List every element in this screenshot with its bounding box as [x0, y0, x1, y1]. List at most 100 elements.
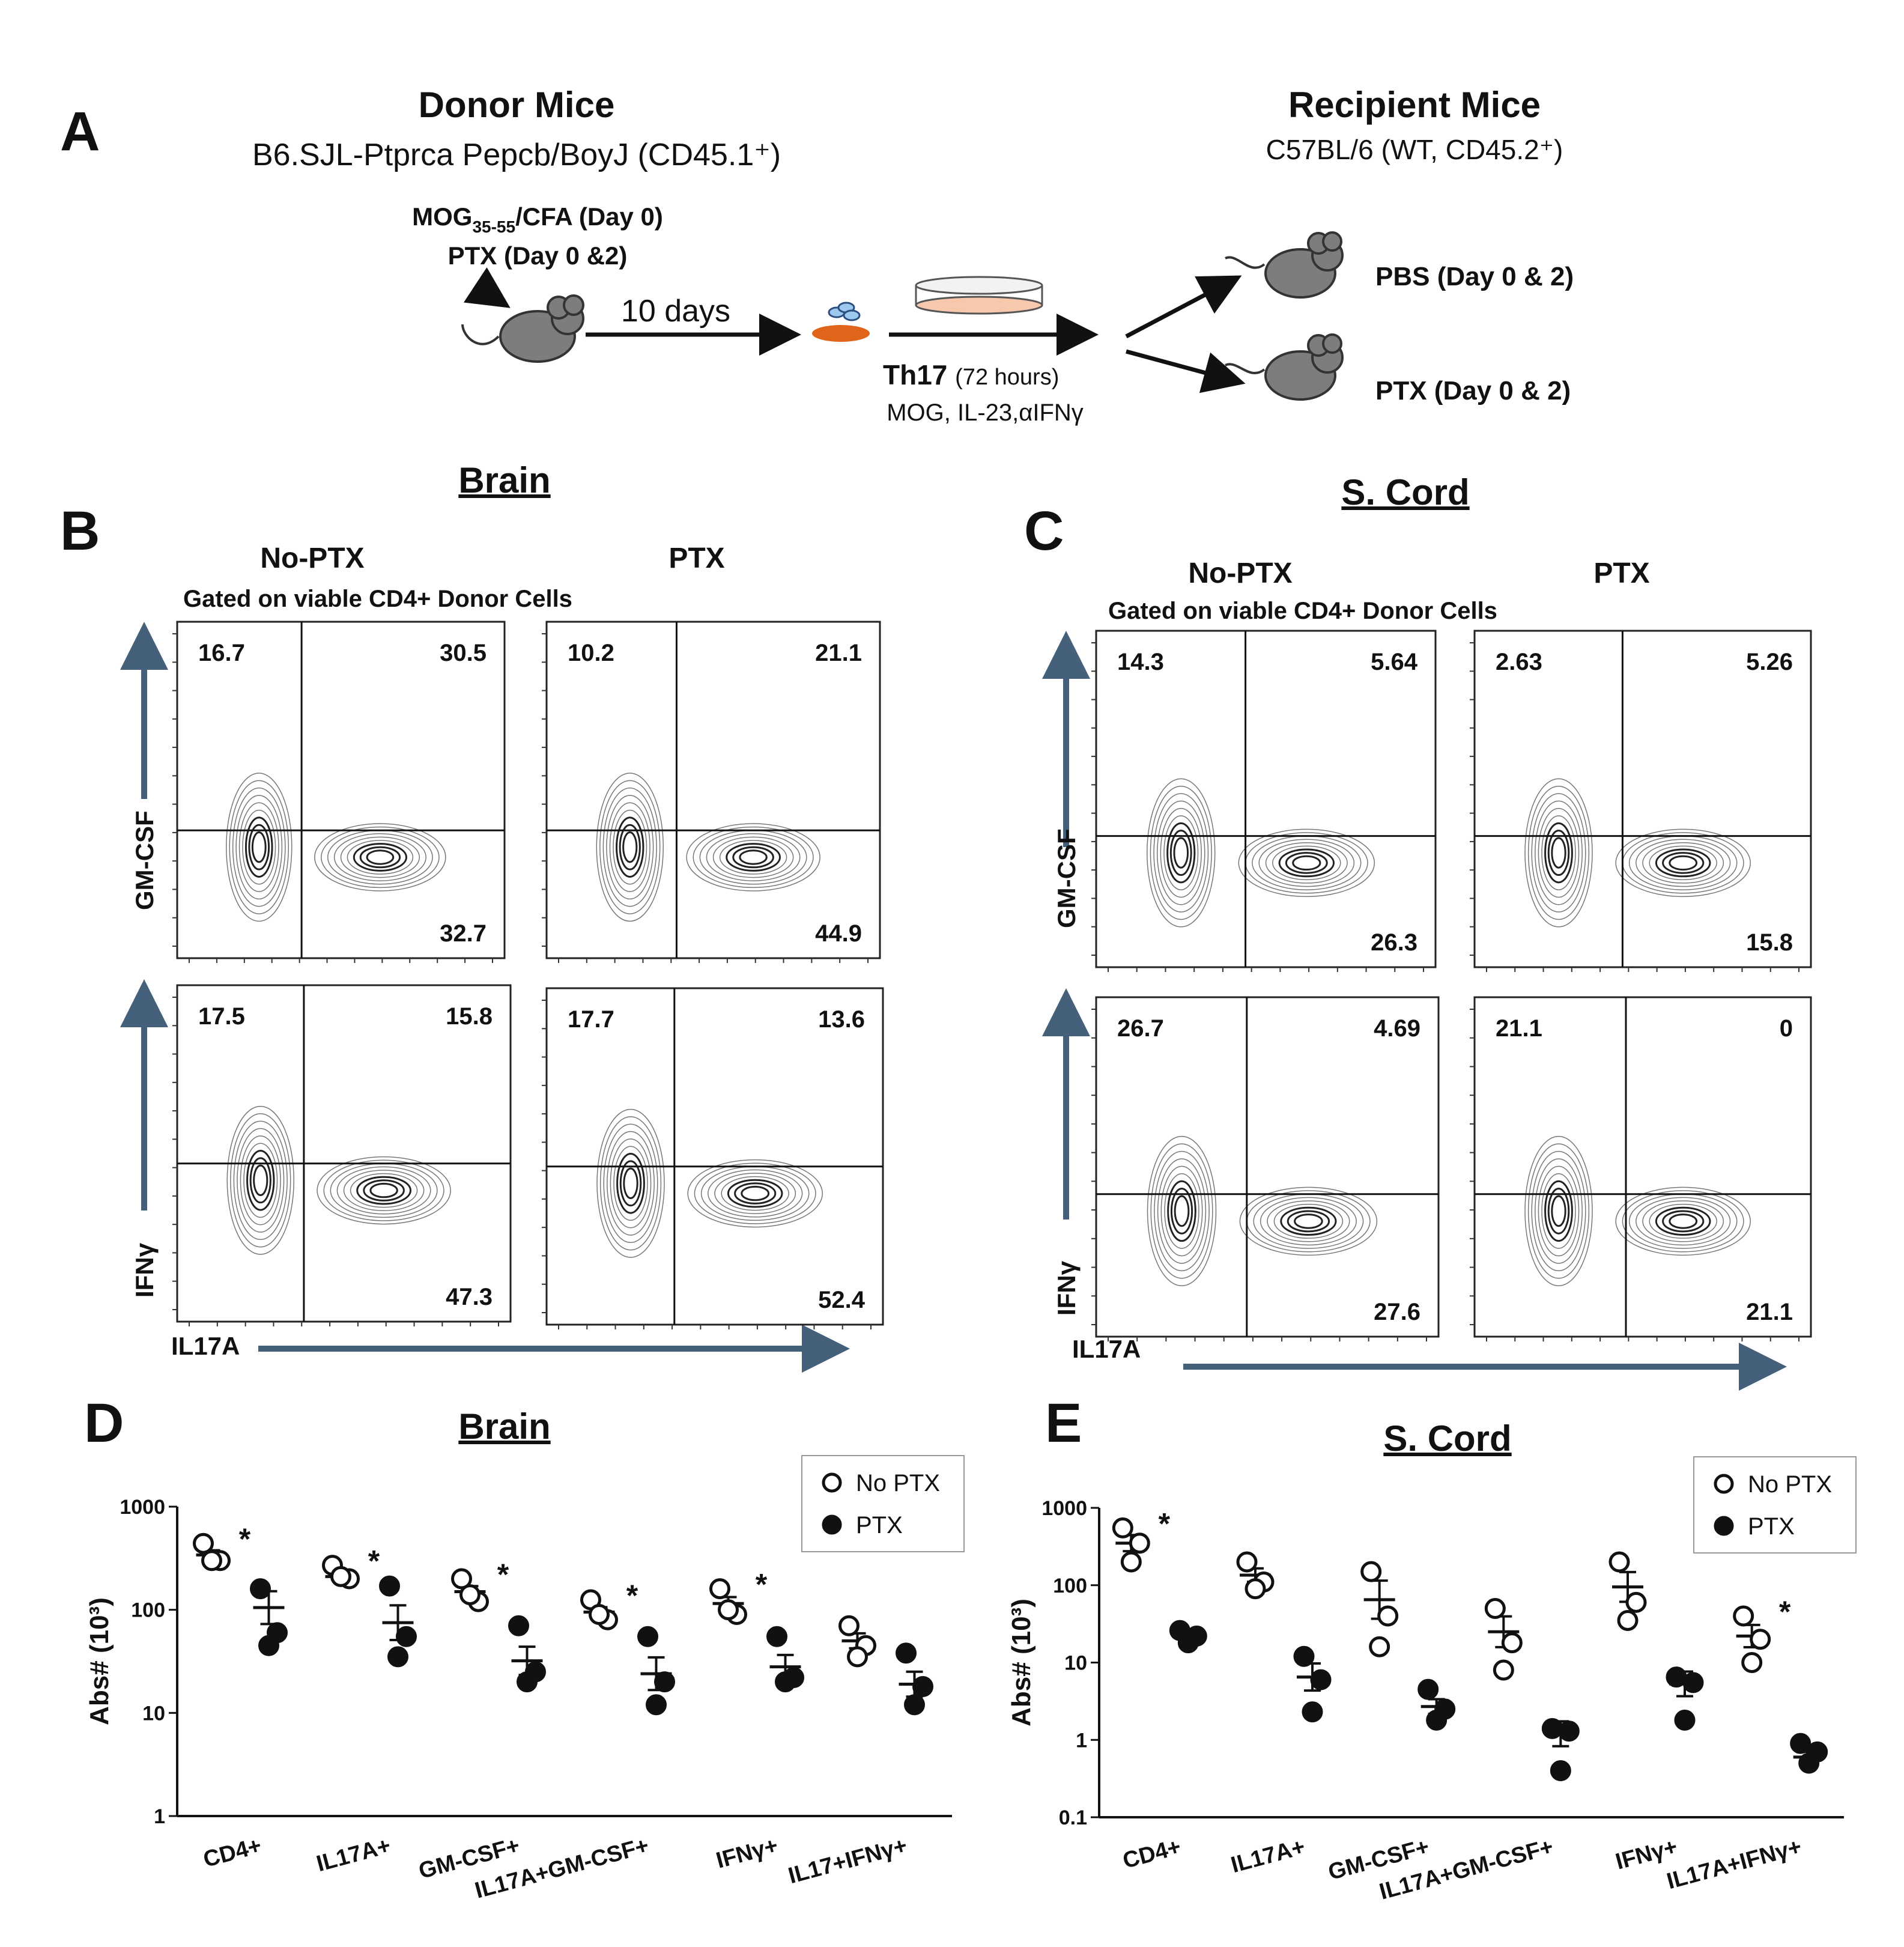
brain-dot-chart-point [193, 1532, 214, 1554]
brain-plot-noptx-gmcsf-contour-0 [232, 787, 286, 907]
cord-plot-noptx-gmcsf-ur-value: 5.64 [1371, 649, 1418, 675]
cord-plot-noptx-gmcsf-ul-value: 14.3 [1117, 649, 1164, 675]
cord-flow-title: S. Cord [1341, 472, 1469, 512]
brain-plot-ptx-gmcsf-contour-0 [602, 787, 657, 907]
cord-dot-chart-point [1236, 1551, 1258, 1573]
cord-dot-chart-point [1484, 1598, 1506, 1620]
brain-dot-chart-point [330, 1566, 351, 1587]
cord-dot-chart-point [1666, 1666, 1687, 1688]
brain-plot-ptx-ifng-contour-1 [687, 1159, 823, 1228]
cord-plot-ptx-gmcsf-contour-0 [1541, 815, 1576, 890]
donor-ptx-label: PTX (Day 0 &2) [448, 241, 628, 270]
brain-dot-chart-legend-label: PTX [856, 1512, 903, 1538]
cord-plot-noptx-ifng-contour-0 [1164, 1173, 1199, 1249]
donor-mouse-icon [461, 294, 584, 363]
brain-dot-chart-point [258, 1635, 279, 1656]
brain-plot-noptx-gmcsf-ul-value: 16.7 [198, 640, 245, 666]
cord-plot-noptx-gmcsf-contour-0 [1166, 822, 1196, 884]
cord-dot-chart-point [1790, 1733, 1812, 1754]
cord-plot-noptx-gmcsf-contour-1 [1258, 839, 1355, 887]
recipient-ptx-label: PTX (Day 0 & 2) [1375, 376, 1571, 405]
brain-plot-ptx-ifng-contour-0 [603, 1123, 658, 1244]
brain-dot-chart-point [396, 1626, 417, 1647]
cord-dot-chart-legend-label: No PTX [1748, 1471, 1832, 1498]
brain-plot-noptx-ifng-ul-value: 17.5 [198, 1003, 245, 1030]
cord-plot-ptx-gmcsf-contour-0 [1527, 785, 1590, 920]
cord-plot-noptx-gmcsf-contour-0 [1173, 837, 1189, 869]
brain-plot-noptx-gmcsf-contour-0 [229, 780, 290, 914]
brain-plot-ptx-gmcsf-contour-0 [599, 780, 661, 914]
brain-dot-chart-point [387, 1646, 408, 1668]
brain-plot-ptx-gmcsf-contour-1 [693, 826, 814, 888]
brain-dot-chart-point [451, 1568, 472, 1590]
brain-plot-ptx-gmcsf-contour-0 [596, 773, 664, 922]
cord-plot-noptx-ifng-contour-0 [1170, 1188, 1193, 1235]
cord-plot-noptx-gmcsf-contour-0 [1153, 793, 1209, 913]
days-label: 10 days [621, 294, 730, 329]
cord-plot-ptx-ifng-contour-0 [1547, 1188, 1570, 1235]
cord-y-label-gmcsf: GM-CSF [1052, 828, 1081, 928]
brain-plot-noptx-gmcsf-contour-1 [359, 846, 401, 869]
cord-plot-ptx-gmcsf-contour-0 [1551, 837, 1566, 869]
cord-plot-ptx-ifng-contour-0 [1538, 1165, 1580, 1257]
cord-dot-chart-y-tick-label: 1 [1076, 1729, 1087, 1752]
cord-plot-ptx-ifng-ur-value: 0 [1780, 1015, 1793, 1042]
cord-plot-ptx-gmcsf-contour-1 [1642, 842, 1724, 884]
brain-dot-chart-y-tick-label: 10 [142, 1702, 165, 1725]
cord-plot-ptx-gmcsf-contour-0 [1535, 800, 1583, 905]
brain-plot-noptx-gmcsf-contour-1 [340, 836, 420, 878]
cord-dot-chart-point [1558, 1721, 1580, 1742]
brain-dot-chart-point [766, 1626, 787, 1647]
cord-plot-noptx-ifng-contour-0 [1174, 1195, 1190, 1227]
cord-gate-label: Gated on viable CD4+ Donor Cells [1108, 598, 1497, 624]
brain-plot-ptx-ifng-contour-0 [599, 1116, 662, 1251]
brain-plot-noptx-gmcsf-lr-value: 32.7 [440, 920, 487, 947]
brain-dot-chart-point [775, 1671, 796, 1693]
brain-plot-ptx-gmcsf-contour-0 [616, 816, 644, 878]
culture-dish-icon [915, 276, 1043, 315]
cord-dot-chart-point [1377, 1605, 1399, 1627]
cord-dot-chart-y-tick-label: 10 [1064, 1652, 1087, 1675]
cord-dot-chart-point [1541, 1718, 1563, 1739]
cord-plot-ptx-ifng-contour-1 [1662, 1210, 1705, 1233]
cord-dot-chart-point [1617, 1609, 1639, 1631]
brain-dot-chart-point [904, 1694, 925, 1716]
brain-dot-chart-significance-star: * [626, 1579, 638, 1612]
brain-plot-noptx-gmcsf-contour-1 [353, 843, 408, 872]
brain-col-ptx: PTX [669, 542, 724, 574]
brain-plot-ptx-ifng-contour-0 [610, 1138, 652, 1229]
cord-plot-ptx-gmcsf-contour-0 [1547, 830, 1570, 876]
panel-letter-b: B [60, 500, 100, 562]
cord-dot-chart-point [1682, 1672, 1704, 1693]
brain-plot-ptx-ifng-contour-1 [714, 1173, 796, 1214]
brain-plot-noptx-gmcsf-contour-0 [238, 802, 279, 892]
cord-dot-chart-point [1733, 1605, 1754, 1627]
cord-plot-ptx-ifng-contour-0 [1544, 1180, 1573, 1242]
cord-plot-noptx-ifng-frame [1095, 996, 1440, 1338]
brain-plot-ptx-gmcsf-contour-1 [686, 823, 820, 891]
brain-plot-noptx-ifng-contour-1 [343, 1170, 425, 1211]
cord-plot-noptx-gmcsf-contour-1 [1292, 855, 1321, 871]
cord-plot-ptx-gmcsf-contour-1 [1655, 848, 1711, 878]
brain-plot-noptx-gmcsf-contour-0 [242, 809, 276, 885]
brain-plot-noptx-ifng-contour-1 [363, 1179, 405, 1201]
brain-plot-noptx-ifng-contour-0 [237, 1128, 285, 1233]
brain-plot-ptx-ifng-contour-0 [607, 1131, 655, 1236]
cord-dot-chart-point [1369, 1636, 1390, 1657]
cord-plot-ptx-ifng-lr-value: 21.1 [1746, 1299, 1793, 1325]
brain-plot-noptx-ifng-contour-0 [249, 1157, 271, 1204]
cord-dot-chart-point [1360, 1561, 1382, 1582]
donor-title: Donor Mice [419, 85, 615, 125]
cord-plot-noptx-gmcsf-contour-1 [1278, 848, 1335, 878]
brain-plot-ptx-ifng-contour-1 [734, 1182, 777, 1204]
cord-plot-noptx-ifng-contour-0 [1167, 1180, 1196, 1242]
cord-dot-chart-y-tick-label: 0.1 [1059, 1806, 1087, 1829]
brain-plot-noptx-ifng-frame [176, 984, 512, 1323]
brain-dot-chart-significance-star: * [239, 1522, 251, 1556]
brain-plot-noptx-ifng-contour-0 [240, 1135, 281, 1226]
brain-dot-chart-category-label: IL17A+ [314, 1833, 393, 1877]
cord-plot-ptx-ifng-contour-0 [1541, 1173, 1576, 1249]
brain-plot-noptx-ifng-contour-0 [246, 1150, 275, 1211]
